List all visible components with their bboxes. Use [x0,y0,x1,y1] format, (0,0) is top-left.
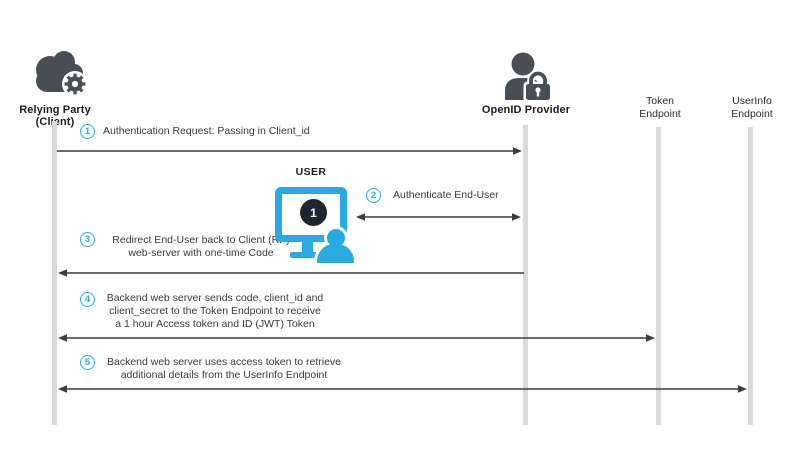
person-body [317,244,354,263]
step-4-badge: 4 [80,292,95,307]
cloud-gear-icon [36,51,88,97]
step-4-text: Backend web server sends code, client_id… [106,292,324,330]
lifeline-token-endpoint [656,127,661,425]
screen-step-badge: 1 [300,199,327,226]
arrow-step-4 [58,334,655,342]
lifeline-relying-party [52,121,57,425]
arrow-step-2 [356,213,521,221]
step-5-text: Backend web server uses access token to … [106,356,342,381]
monitor-stand-base [290,252,325,258]
step-2-text: Authenticate End-User [393,189,499,201]
lifeline-openid-provider [523,125,528,425]
step-5-badge: 5 [80,355,95,370]
monitor-frame [275,187,347,242]
step-3-badge: 3 [80,232,95,247]
participant-label-token-endpoint: Token Endpoint [639,95,681,120]
monitor-stand-neck [302,240,313,253]
step-1-badge: 1 [80,124,95,139]
person-head [327,229,345,247]
step-2-badge: 2 [366,188,381,203]
step-1-text: Authentication Request: Passing in Clien… [103,125,310,137]
arrow-step-5 [58,385,747,393]
lifeline-userinfo-endpoint [748,127,753,425]
participant-label-userinfo-endpoint: UserInfo Endpoint [731,95,773,120]
participant-label-openid-provider: OpenID Provider [481,104,571,116]
user-lock-icon [505,52,553,103]
user-label: USER [295,166,327,178]
arrow-step-3 [58,269,524,277]
arrow-step-1 [57,147,522,155]
